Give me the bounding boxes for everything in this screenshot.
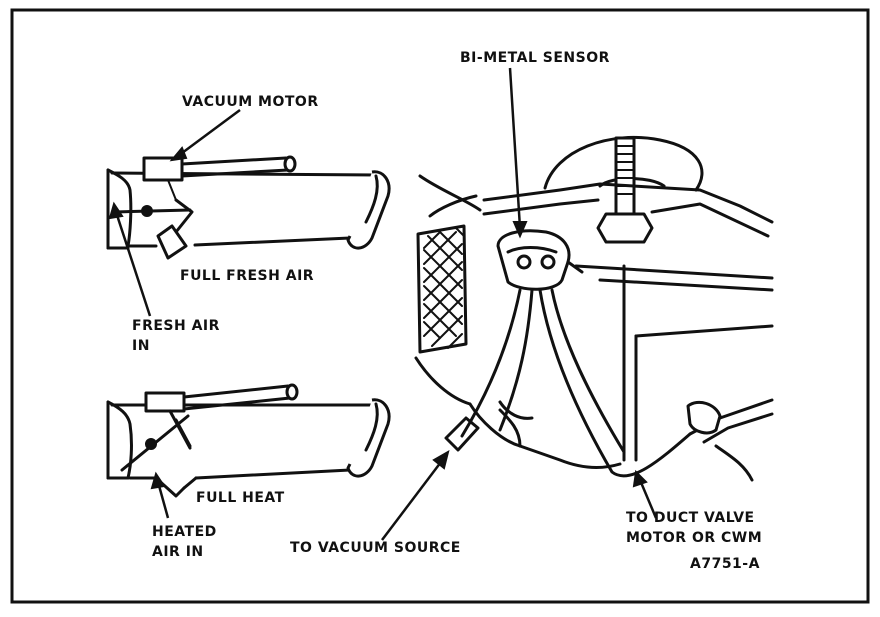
- label-full-heat: FULL HEAT: [196, 490, 285, 506]
- figure-id: A7751-A: [690, 556, 760, 572]
- label-fresh-air: FRESH AIR: [132, 318, 220, 334]
- snorkel-full-fresh-air: [106, 155, 391, 260]
- label-fresh-air-in: IN: [132, 338, 150, 354]
- figure-border: [10, 8, 870, 604]
- air-cleaner-assembly: [414, 135, 774, 482]
- label-bimetal-sensor: BI-METAL SENSOR: [460, 50, 610, 66]
- label-vacuum-motor: VACUUM MOTOR: [182, 94, 319, 110]
- label-to-duct-valve: TO DUCT VALVE: [626, 510, 755, 526]
- snorkel-full-heat: [106, 383, 391, 498]
- label-full-fresh-air: FULL FRESH AIR: [180, 268, 314, 284]
- label-air-in: AIR IN: [152, 544, 204, 560]
- leader-lines: [108, 67, 658, 541]
- label-motor-or-cwm: MOTOR OR CWM: [626, 530, 762, 546]
- label-heated: HEATED: [152, 524, 217, 540]
- label-to-vacuum-source: TO VACUUM SOURCE: [290, 540, 461, 556]
